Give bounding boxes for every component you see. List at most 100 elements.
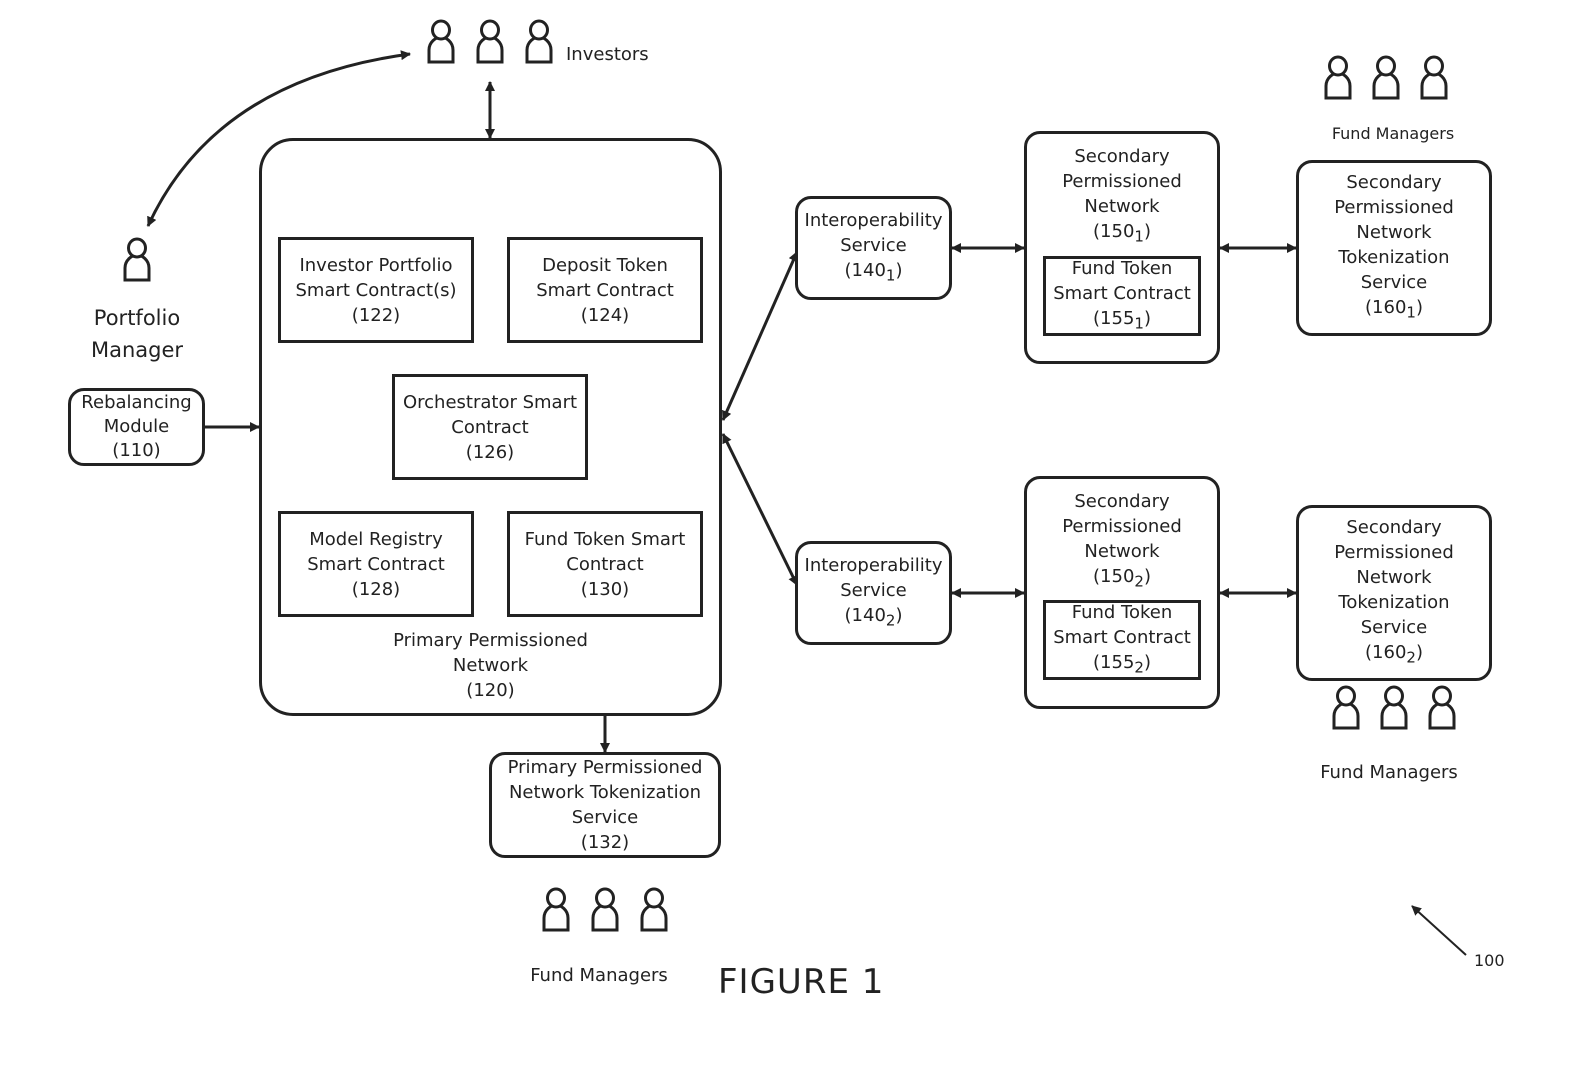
- primary-network-label-line: Network: [453, 653, 528, 678]
- secondary-tokenization-2-subscript: 2: [1406, 649, 1416, 667]
- fund-token-smart-contract-node: Fund Token Smart Contract (130): [507, 511, 703, 617]
- fund-token-1-subscript: 1: [1134, 314, 1144, 332]
- primary-network-label-line: (120): [466, 678, 514, 703]
- rebalancing-module-node: Rebalancing Module (110): [68, 388, 205, 466]
- investor-portfolio-label-line: (122): [352, 303, 400, 328]
- rebalancing-module-label-line: (110): [112, 439, 160, 463]
- interoperability-service-1-node: Interoperability Service (1401): [795, 196, 952, 300]
- interop-2-ref-close: ): [895, 605, 902, 626]
- primary-network-label-line: Primary Permissioned: [393, 628, 588, 653]
- fund-token-2-ref-close: ): [1144, 652, 1151, 673]
- interop-1-ref: (140: [845, 260, 886, 281]
- portfolio-manager-person-icon: [125, 239, 149, 280]
- model-registry-label-line: Smart Contract: [307, 552, 445, 577]
- model-registry-label-line: (128): [352, 577, 400, 602]
- secondary-tokenization-1-ref-close: ): [1416, 297, 1423, 318]
- secondary-tokenization-1-label-line: Permissioned: [1334, 195, 1454, 220]
- reference-arrow-100: [1412, 906, 1466, 955]
- interop-2-label-line: Interoperability: [805, 553, 943, 578]
- secondary-network-2-subscript: 2: [1134, 573, 1144, 591]
- primary-tokenization-service-node: Primary Permissioned Network Tokenizatio…: [489, 752, 721, 858]
- secondary-tokenization-2-label-line: (1602): [1365, 640, 1423, 671]
- primary-tokenization-label-line: (132): [581, 830, 629, 855]
- fund-token-primary-label-line: (130): [581, 577, 629, 602]
- investor-portfolio-label-line: Investor Portfolio: [299, 253, 452, 278]
- secondary-tokenization-2-label-line: Network: [1356, 565, 1431, 590]
- connector-primary-interop-2: [723, 434, 797, 585]
- investor-portfolio-smart-contract-node: Investor Portfolio Smart Contract(s) (12…: [278, 237, 474, 343]
- fund-token-2-label-line: Fund Token: [1072, 600, 1173, 625]
- rebalancing-module-label-line: Module: [104, 415, 169, 439]
- secondary-network-2-label-line: (1502): [1093, 564, 1151, 595]
- primary-tokenization-label-line: Service: [572, 805, 639, 830]
- fund-token-2-ref: (155: [1093, 652, 1134, 673]
- interop-1-label-line: Interoperability: [805, 208, 943, 233]
- orchestrator-smart-contract-node: Orchestrator Smart Contract (126): [392, 374, 588, 480]
- secondary-tokenization-1-label-line: Secondary: [1346, 170, 1441, 195]
- fund-token-smart-contract-2-node: Fund Token Smart Contract (1552): [1043, 600, 1201, 680]
- secondary-tokenization-2-label-line: Service: [1361, 615, 1428, 640]
- fund-token-2-label-line: Smart Contract: [1053, 625, 1191, 650]
- secondary-tokenization-service-1-node: Secondary Permissioned Network Tokenizat…: [1296, 160, 1492, 336]
- deposit-token-label-line: Deposit Token: [542, 253, 668, 278]
- secondary-network-1-label-line: (1501): [1093, 219, 1151, 250]
- secondary-tokenization-1-label-line: Tokenization: [1338, 245, 1449, 270]
- fund-token-1-ref: (155: [1093, 308, 1134, 329]
- secondary-tokenization-2-label-line: Secondary: [1346, 515, 1441, 540]
- reference-number: 100: [1474, 948, 1505, 973]
- interop-2-ref: (140: [845, 605, 886, 626]
- fund-token-1-label-line: Fund Token: [1072, 256, 1173, 281]
- secondary-network-2-ref-close: ): [1144, 566, 1151, 587]
- orchestrator-label-line: (126): [466, 440, 514, 465]
- fund-managers-top-label: Fund Managers: [1310, 121, 1476, 146]
- interoperability-service-2-node: Interoperability Service (1402): [795, 541, 952, 645]
- fund-managers-bottom-right-person-icon: [1334, 687, 1454, 728]
- investor-portfolio-label-line: Smart Contract(s): [295, 278, 456, 303]
- secondary-network-2-ref: (150: [1093, 566, 1134, 587]
- secondary-network-1-subscript: 1: [1134, 228, 1144, 246]
- portfolio-manager-label-line: Manager: [72, 334, 202, 366]
- primary-tokenization-label-line: Network Tokenization: [509, 780, 701, 805]
- portfolio-manager-label: Portfolio Manager: [72, 302, 202, 366]
- model-registry-smart-contract-node: Model Registry Smart Contract (128): [278, 511, 474, 617]
- secondary-network-2-label-line: Secondary: [1074, 489, 1169, 514]
- connector-primary-interop-1: [723, 252, 797, 420]
- fund-managers-bottom-person-icon: [544, 889, 666, 930]
- interop-2-label-line: Service: [840, 578, 907, 603]
- secondary-network-1-ref-close: ): [1144, 221, 1151, 242]
- rebalancing-module-label-line: Rebalancing: [81, 391, 191, 415]
- interop-2-label-line: (1402): [845, 603, 903, 634]
- fund-token-2-subscript: 2: [1134, 658, 1144, 676]
- model-registry-label-line: Model Registry: [309, 527, 442, 552]
- secondary-network-1-label-line: Secondary: [1074, 144, 1169, 169]
- deposit-token-label-line: Smart Contract: [536, 278, 674, 303]
- secondary-tokenization-2-label-line: Tokenization: [1338, 590, 1449, 615]
- secondary-tokenization-1-label-line: Network: [1356, 220, 1431, 245]
- fund-token-2-label-line: (1552): [1093, 650, 1151, 681]
- orchestrator-label-line: Orchestrator Smart: [403, 390, 577, 415]
- secondary-network-2-label-line: Network: [1084, 539, 1159, 564]
- secondary-tokenization-2-label-line: Permissioned: [1334, 540, 1454, 565]
- interop-1-ref-close: ): [895, 260, 902, 281]
- secondary-network-1-label-line: Permissioned: [1062, 169, 1182, 194]
- investors-label: Investors: [566, 42, 649, 67]
- fund-token-primary-label-line: Contract: [566, 552, 643, 577]
- fund-token-1-ref-close: ): [1144, 308, 1151, 329]
- primary-tokenization-label-line: Primary Permissioned: [508, 755, 703, 780]
- fund-token-smart-contract-1-node: Fund Token Smart Contract (1551): [1043, 256, 1201, 336]
- secondary-tokenization-2-ref-close: ): [1416, 642, 1423, 663]
- deposit-token-label-line: (124): [581, 303, 629, 328]
- fund-token-1-label-line: Smart Contract: [1053, 281, 1191, 306]
- figure-title: FIGURE 1: [718, 962, 884, 1002]
- secondary-network-2-label-line: Permissioned: [1062, 514, 1182, 539]
- fund-managers-bottom-label: Fund Managers: [516, 963, 682, 988]
- interop-1-label-line: (1401): [845, 258, 903, 289]
- secondary-tokenization-1-label-line: Service: [1361, 270, 1428, 295]
- secondary-tokenization-2-ref: (160: [1365, 642, 1406, 663]
- fund-managers-top-person-icon: [1326, 57, 1446, 98]
- interop-1-label-line: Service: [840, 233, 907, 258]
- fund-token-1-label-line: (1551): [1093, 306, 1151, 337]
- investors-person-icon: [429, 21, 551, 62]
- fund-token-primary-label-line: Fund Token Smart: [525, 527, 686, 552]
